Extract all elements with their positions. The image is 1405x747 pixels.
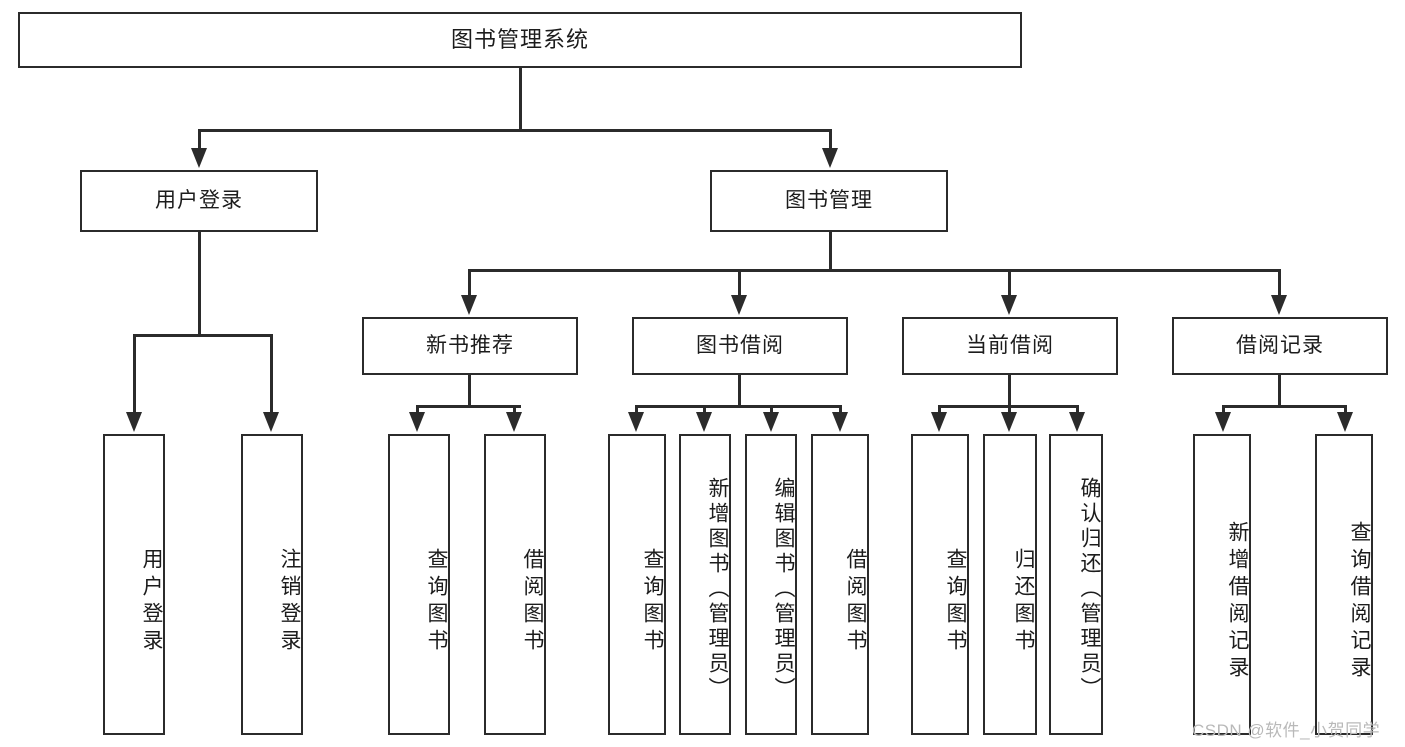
connector-root-bus: [198, 129, 832, 132]
connector-current-borrow-drop-1: [938, 405, 941, 415]
connector-book-borrow-drop-3: [770, 405, 773, 415]
arrow-to-leaf-return-book-icon: [1001, 412, 1017, 432]
node-book-manage[interactable]: 图书管理: [710, 170, 948, 232]
connector-root-drop-2: [829, 129, 832, 151]
connector-current-borrow-drop-3: [1076, 405, 1079, 415]
connector-borrow-record-bus: [1222, 405, 1344, 408]
node-user-login[interactable]: 用户登录: [80, 170, 318, 232]
node-book-management-system[interactable]: 图书管理系统: [18, 12, 1022, 68]
connector-user-login-drop-2: [270, 334, 273, 413]
leaf-add-borrow-record[interactable]: 新增借阅记录: [1193, 434, 1251, 735]
arrow-to-book-borrow-icon: [731, 295, 747, 315]
node-new-book-recommend[interactable]: 新书推荐: [362, 317, 578, 375]
leaf-borrow-book-recommend[interactable]: 借阅图书: [484, 434, 546, 735]
connector-book-borrow-stem: [738, 375, 741, 407]
leaf-edit-book-admin[interactable]: 编辑图书（管理员）: [745, 434, 797, 735]
connector-user-login-stem: [198, 232, 201, 336]
arrow-to-leaf-query-book-2-icon: [628, 412, 644, 432]
connector-book-manage-stem: [829, 232, 832, 271]
arrow-to-leaf-borrow-book-1-icon: [506, 412, 522, 432]
arrow-to-leaf-borrow-book-2-icon: [832, 412, 848, 432]
leaf-add-book-admin[interactable]: 新增图书（管理员）: [679, 434, 731, 735]
connector-book-manage-drop-2: [738, 269, 741, 297]
leaf-borrow-book-borrow[interactable]: 借阅图书: [811, 434, 869, 735]
arrow-to-leaf-edit-book-icon: [763, 412, 779, 432]
connector-book-borrow-drop-1: [635, 405, 638, 415]
connector-root-drop-1: [198, 129, 201, 151]
csdn-watermark: CSDN @软件_小贺同学: [1192, 721, 1381, 740]
connector-current-borrow-drop-2: [1008, 405, 1011, 415]
node-current-borrow[interactable]: 当前借阅: [902, 317, 1118, 375]
leaf-query-book-current[interactable]: 查询图书: [911, 434, 969, 735]
connector-new-book-stem: [468, 375, 471, 407]
connector-new-book-bus: [416, 405, 521, 408]
connector-user-login-drop-1: [133, 334, 136, 413]
connector-book-manage-drop-4: [1278, 269, 1281, 297]
arrow-to-leaf-query-book-1-icon: [409, 412, 425, 432]
connector-borrow-record-stem: [1278, 375, 1281, 407]
connector-new-book-drop-2: [513, 405, 516, 415]
leaf-query-borrow-record[interactable]: 查询借阅记录: [1315, 434, 1373, 735]
leaf-confirm-return-admin[interactable]: 确认归还（管理员）: [1049, 434, 1103, 735]
node-borrow-record[interactable]: 借阅记录: [1172, 317, 1388, 375]
node-book-borrow[interactable]: 图书借阅: [632, 317, 848, 375]
leaf-query-book-borrow[interactable]: 查询图书: [608, 434, 666, 735]
connector-user-login-bus: [133, 334, 270, 337]
arrow-to-leaf-add-book-icon: [696, 412, 712, 432]
connector-book-manage-drop-1: [468, 269, 471, 297]
connector-borrow-record-drop-1: [1222, 405, 1225, 415]
connector-book-manage-drop-3: [1008, 269, 1011, 297]
arrow-to-leaf-add-record-icon: [1215, 412, 1231, 432]
arrow-to-leaf-user-login-icon: [126, 412, 142, 432]
connector-book-borrow-drop-4: [839, 405, 842, 415]
leaf-query-book-recommend[interactable]: 查询图书: [388, 434, 450, 735]
arrow-to-current-borrow-icon: [1001, 295, 1017, 315]
connector-book-borrow-drop-2: [703, 405, 706, 415]
leaf-user-login[interactable]: 用户登录: [103, 434, 165, 735]
leaf-logout-login[interactable]: 注销登录: [241, 434, 303, 735]
connector-borrow-record-drop-2: [1344, 405, 1347, 415]
leaf-return-book[interactable]: 归还图书: [983, 434, 1037, 735]
arrow-to-leaf-confirm-return-icon: [1069, 412, 1085, 432]
connector-root-stem: [519, 68, 522, 130]
arrow-to-leaf-query-record-icon: [1337, 412, 1353, 432]
connector-book-manage-bus: [468, 269, 1280, 272]
arrow-to-book-manage-icon: [822, 148, 838, 168]
connector-book-borrow-bus: [635, 405, 842, 408]
arrow-to-leaf-logout-icon: [263, 412, 279, 432]
connector-new-book-drop-1: [416, 405, 419, 415]
arrow-to-user-login-icon: [191, 148, 207, 168]
arrow-to-borrow-record-icon: [1271, 295, 1287, 315]
connector-current-borrow-stem: [1008, 375, 1011, 407]
arrow-to-new-book-rec-icon: [461, 295, 477, 315]
arrow-to-leaf-query-book-3-icon: [931, 412, 947, 432]
